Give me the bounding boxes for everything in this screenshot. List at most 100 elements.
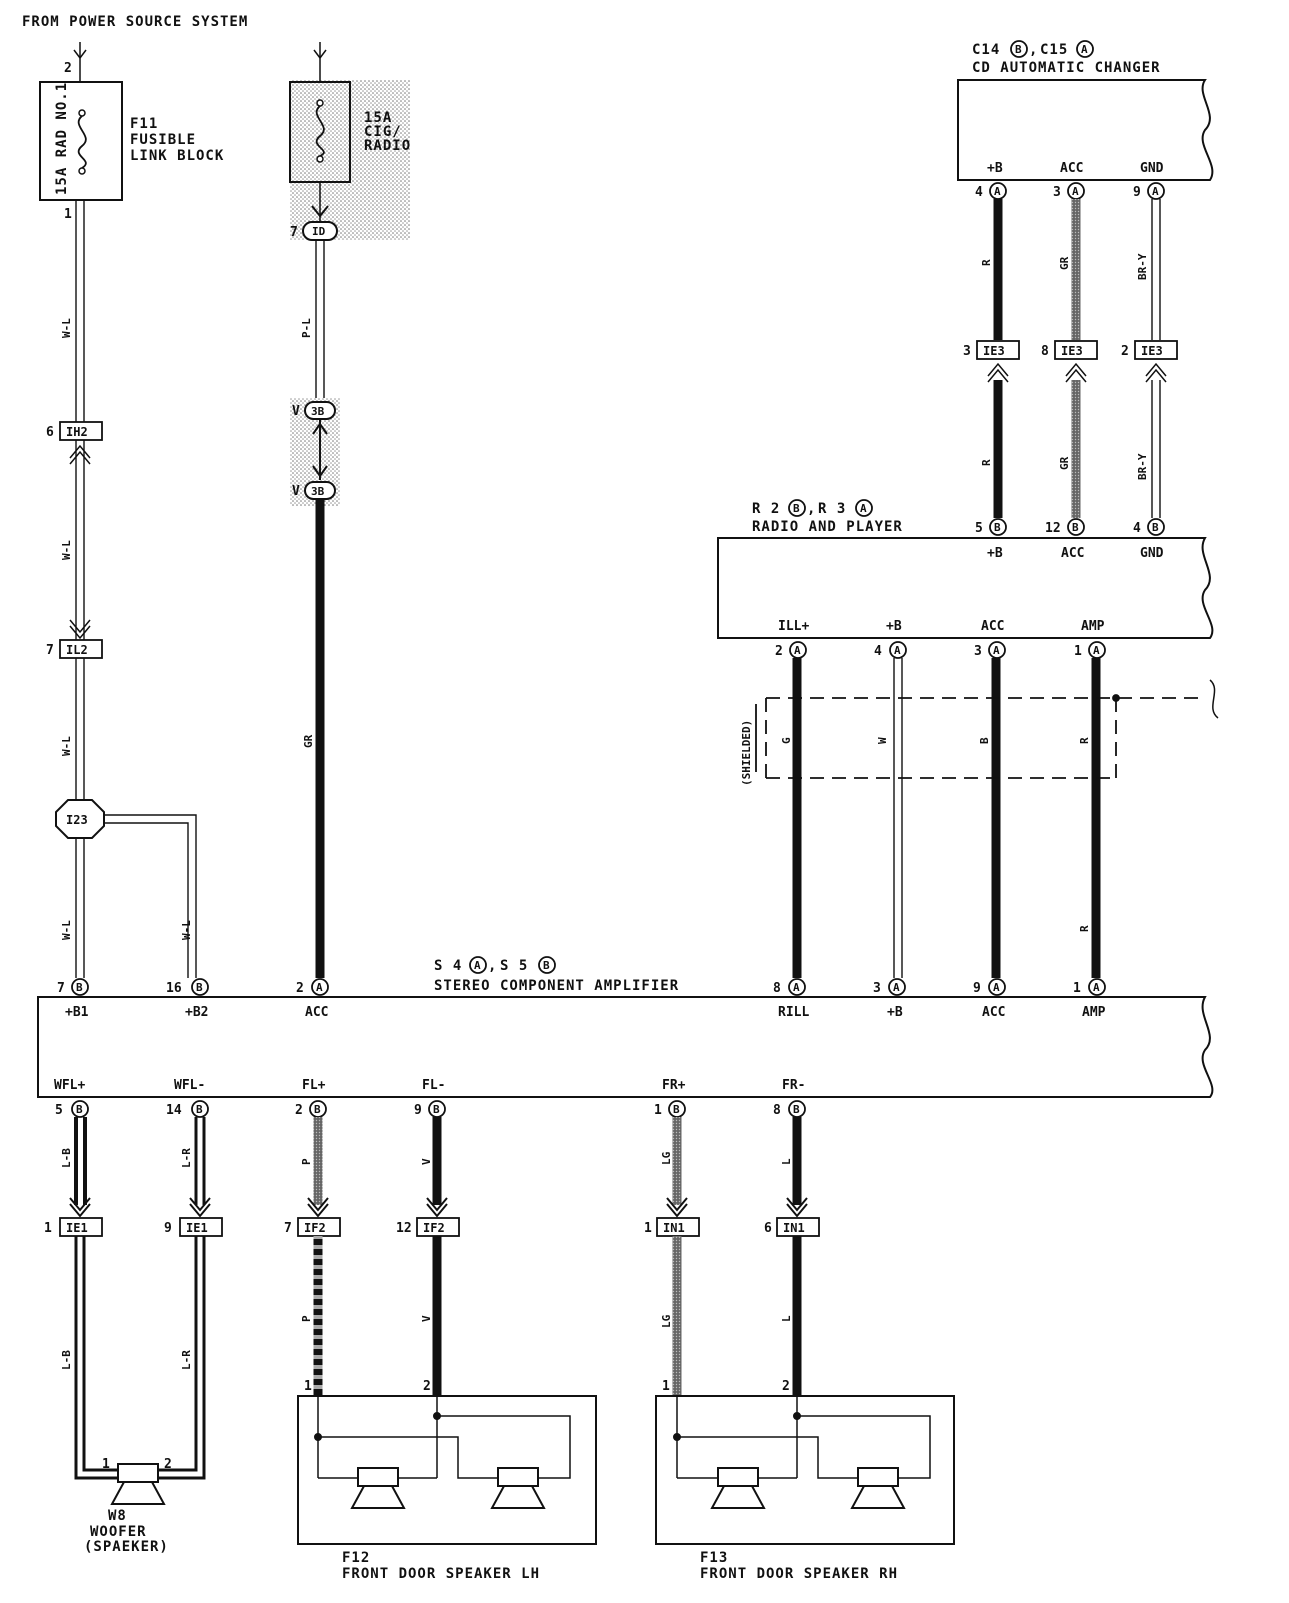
speaker-rh-name: FRONT DOOR SPEAKER RH — [700, 1566, 898, 1582]
svg-text:4: 4 — [1133, 521, 1141, 536]
svg-text:7: 7 — [290, 225, 298, 240]
svg-text:WFL-: WFL- — [174, 1078, 205, 1093]
svg-text:7: 7 — [46, 643, 54, 658]
svg-text:12: 12 — [1045, 521, 1061, 536]
cd-changer-pins: 4 A 3 A 9 A — [975, 182, 1165, 200]
svg-text:1: 1 — [644, 1221, 652, 1236]
svg-text:IH2: IH2 — [66, 425, 88, 439]
f11-fuse-text: 15A RAD NO.1 — [54, 82, 70, 195]
svg-text:4: 4 — [874, 644, 882, 659]
svg-text:3B: 3B — [311, 485, 325, 498]
svg-text:FR-: FR- — [782, 1078, 805, 1093]
svg-text:ACC: ACC — [1060, 161, 1083, 176]
cd-changer-name: CD AUTOMATIC CHANGER — [972, 60, 1161, 76]
svg-text:A: A — [793, 981, 800, 994]
svg-text:A: A — [1093, 644, 1100, 657]
source-label: FROM POWER SOURCE SYSTEM — [22, 14, 248, 30]
cig-fuse-line3: RADIO — [364, 138, 411, 154]
svg-text:V: V — [292, 404, 300, 419]
svg-text:,: , — [488, 958, 497, 974]
svg-text:ILL+: ILL+ — [778, 619, 809, 634]
wire-label-lg-2: LG — [660, 1314, 673, 1328]
svg-text:3: 3 — [873, 981, 881, 996]
svg-text:S 4: S 4 — [434, 958, 462, 974]
wire-label-p-2: P — [300, 1315, 313, 1322]
svg-text:GND: GND — [1140, 161, 1164, 176]
cig-fuse-line2: CIG/ — [364, 124, 402, 140]
svg-text:2: 2 — [296, 981, 304, 996]
wire-label-pl: P-L — [300, 318, 313, 338]
svg-text:ACC: ACC — [1061, 546, 1084, 561]
svg-text:1: 1 — [662, 1379, 670, 1394]
svg-text:B: B — [793, 1103, 800, 1116]
svg-text:IE3: IE3 — [983, 344, 1005, 358]
svg-text:ACC: ACC — [982, 1005, 1005, 1020]
svg-text:12: 12 — [396, 1221, 412, 1236]
svg-text:B: B — [76, 1103, 83, 1116]
shielded-label: (SHIELDED) — [740, 720, 753, 786]
svg-text:B: B — [433, 1103, 440, 1116]
svg-text:IF2: IF2 — [423, 1221, 445, 1235]
radio-name: RADIO AND PLAYER — [752, 519, 903, 535]
svg-text:IE3: IE3 — [1141, 344, 1163, 358]
wire-label-bry-2: BR-Y — [1136, 453, 1149, 480]
svg-text:WFL+: WFL+ — [54, 1078, 85, 1093]
svg-text:C14: C14 — [972, 42, 1000, 58]
wire-l-b-upper — [74, 1117, 87, 1205]
svg-text:16: 16 — [166, 981, 182, 996]
svg-text:5: 5 — [55, 1103, 63, 1118]
svg-text:+B1: +B1 — [65, 1005, 89, 1020]
svg-text:FL-: FL- — [422, 1078, 445, 1093]
cd-changer: C14 B , C15 A CD AUTOMATIC CHANGER +B AC… — [957, 40, 1214, 181]
fuse-f11: 2 15A RAD NO.1 F11 FUSIBLE LINK BLOCK 1 — [39, 42, 223, 222]
woofer-name: WOOFER — [90, 1524, 147, 1540]
svg-text:A: A — [860, 502, 867, 515]
svg-text:IE3: IE3 — [1061, 344, 1083, 358]
wire-label-gr-cd-2: GR — [1058, 456, 1071, 470]
svg-text:2: 2 — [782, 1379, 790, 1394]
svg-text:A: A — [316, 981, 323, 994]
svg-text:ACC: ACC — [305, 1005, 328, 1020]
svg-text:9: 9 — [414, 1103, 422, 1118]
svg-text:R 3: R 3 — [818, 501, 846, 517]
wire-label-p-1: P — [300, 1158, 313, 1165]
connector-id: 7 ID — [290, 221, 338, 241]
wire-label-l-1: L — [780, 1158, 793, 1165]
svg-text:7: 7 — [57, 981, 65, 996]
svg-text:3: 3 — [963, 344, 971, 359]
svg-text:ID: ID — [312, 225, 326, 238]
svg-text:+B: +B — [987, 161, 1003, 176]
wire-label-g: G — [780, 737, 793, 744]
svg-text:A: A — [474, 959, 481, 972]
svg-text:B: B — [1152, 521, 1159, 534]
svg-text:,: , — [807, 501, 816, 517]
svg-text:IN1: IN1 — [783, 1221, 805, 1235]
f11-name-line1: FUSIBLE — [130, 132, 196, 148]
svg-text:2: 2 — [295, 1103, 303, 1118]
svg-text:A: A — [893, 981, 900, 994]
wire-label-v-1: V — [420, 1158, 433, 1165]
svg-text:9: 9 — [164, 1221, 172, 1236]
svg-text:ACC: ACC — [981, 619, 1004, 634]
wire-label-wl-3: W-L — [60, 736, 73, 756]
wire-label-gr-cd-1: GR — [1058, 256, 1071, 270]
connector-in1: 1 IN1 6 IN1 — [644, 1217, 820, 1237]
svg-text:B: B — [196, 1103, 203, 1116]
svg-text:1: 1 — [44, 1221, 52, 1236]
connector-ih2: 6 IH2 — [46, 421, 103, 465]
connector-ie1: 1 IE1 9 IE1 — [44, 1217, 223, 1237]
f11-pin-top: 2 — [64, 61, 72, 76]
svg-text:8: 8 — [773, 1103, 781, 1118]
wire-label-lb-2: L-B — [60, 1350, 73, 1370]
svg-text:2: 2 — [164, 1457, 172, 1472]
svg-text:IE1: IE1 — [186, 1221, 208, 1235]
wire-w-l-main — [75, 200, 197, 978]
svg-text:6: 6 — [764, 1221, 772, 1236]
svg-text:A: A — [894, 644, 901, 657]
woofer-w8: 1 2 W8 WOOFER (SPAEKER) — [84, 1457, 172, 1555]
wire-label-l-2: L — [780, 1315, 793, 1322]
svg-text:A: A — [1093, 981, 1100, 994]
svg-text:GND: GND — [1140, 546, 1164, 561]
fuse-cig-radio: 15A CIG/ RADIO — [289, 42, 411, 240]
speaker-lh-name: FRONT DOOR SPEAKER LH — [342, 1566, 540, 1582]
